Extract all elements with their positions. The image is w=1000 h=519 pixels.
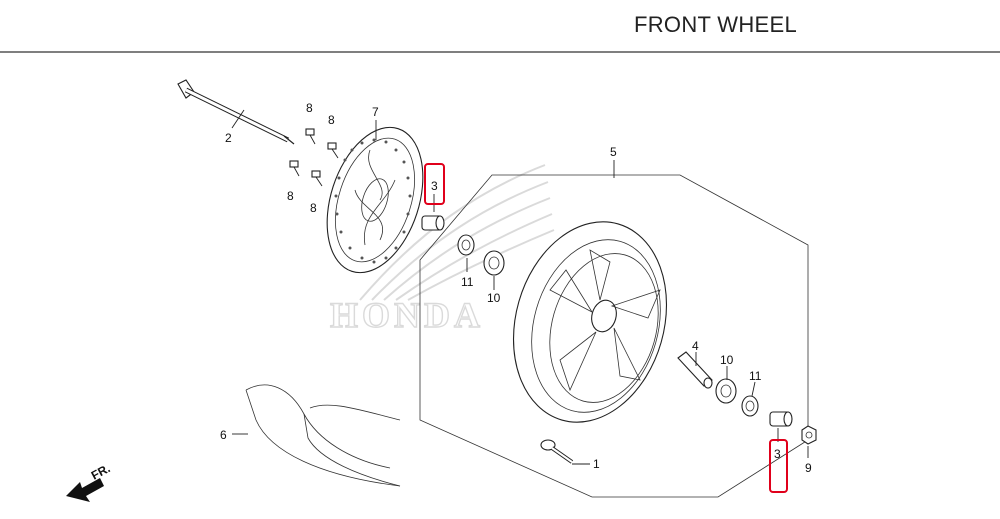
assembly-outline <box>419 174 809 498</box>
part-label-8: 8 <box>310 201 317 215</box>
tire-section <box>245 384 401 487</box>
honda-watermark: HONDA <box>329 164 555 336</box>
distance-collar <box>677 351 713 389</box>
front-direction-indicator: FR. <box>66 461 112 502</box>
part-label-5: 5 <box>610 145 617 159</box>
bearing-right <box>715 378 737 404</box>
part-label-11: 11 <box>749 369 762 383</box>
leader-lines <box>231 109 809 465</box>
watermark-text: HONDA <box>330 295 484 335</box>
part-label-6: 6 <box>220 428 227 442</box>
highlight-box-left <box>424 163 445 205</box>
brake-disc <box>326 126 424 274</box>
collar-right <box>769 411 793 427</box>
direction-label: FR. <box>89 461 113 482</box>
page-title: FRONT WHEEL <box>634 12 798 37</box>
collar-left <box>421 215 445 231</box>
dust-seal-right <box>741 395 759 417</box>
bearing-left <box>483 250 505 276</box>
disc-bolts <box>289 128 339 187</box>
part-label-2: 2 <box>225 131 232 145</box>
part-label-8: 8 <box>306 101 313 115</box>
highlight-box-right <box>769 439 788 493</box>
axle <box>177 79 295 145</box>
part-label-10: 10 <box>720 353 734 367</box>
axle-nut <box>801 425 817 445</box>
part-label-9: 9 <box>805 461 812 475</box>
valve-stem <box>540 439 574 464</box>
part-label-11: 11 <box>461 275 474 289</box>
part-label-3: 3 <box>774 447 781 461</box>
dust-seal-left <box>457 234 475 256</box>
part-label-8: 8 <box>328 113 335 127</box>
part-label-3: 3 <box>431 179 438 193</box>
part-label-4: 4 <box>692 339 699 353</box>
wheel-rim <box>512 221 668 423</box>
arrow-left-down-icon <box>66 478 104 502</box>
part-label-1: 1 <box>593 457 600 471</box>
part-label-7: 7 <box>372 105 379 119</box>
part-label-10: 10 <box>487 291 501 305</box>
part-label-8: 8 <box>287 189 294 203</box>
